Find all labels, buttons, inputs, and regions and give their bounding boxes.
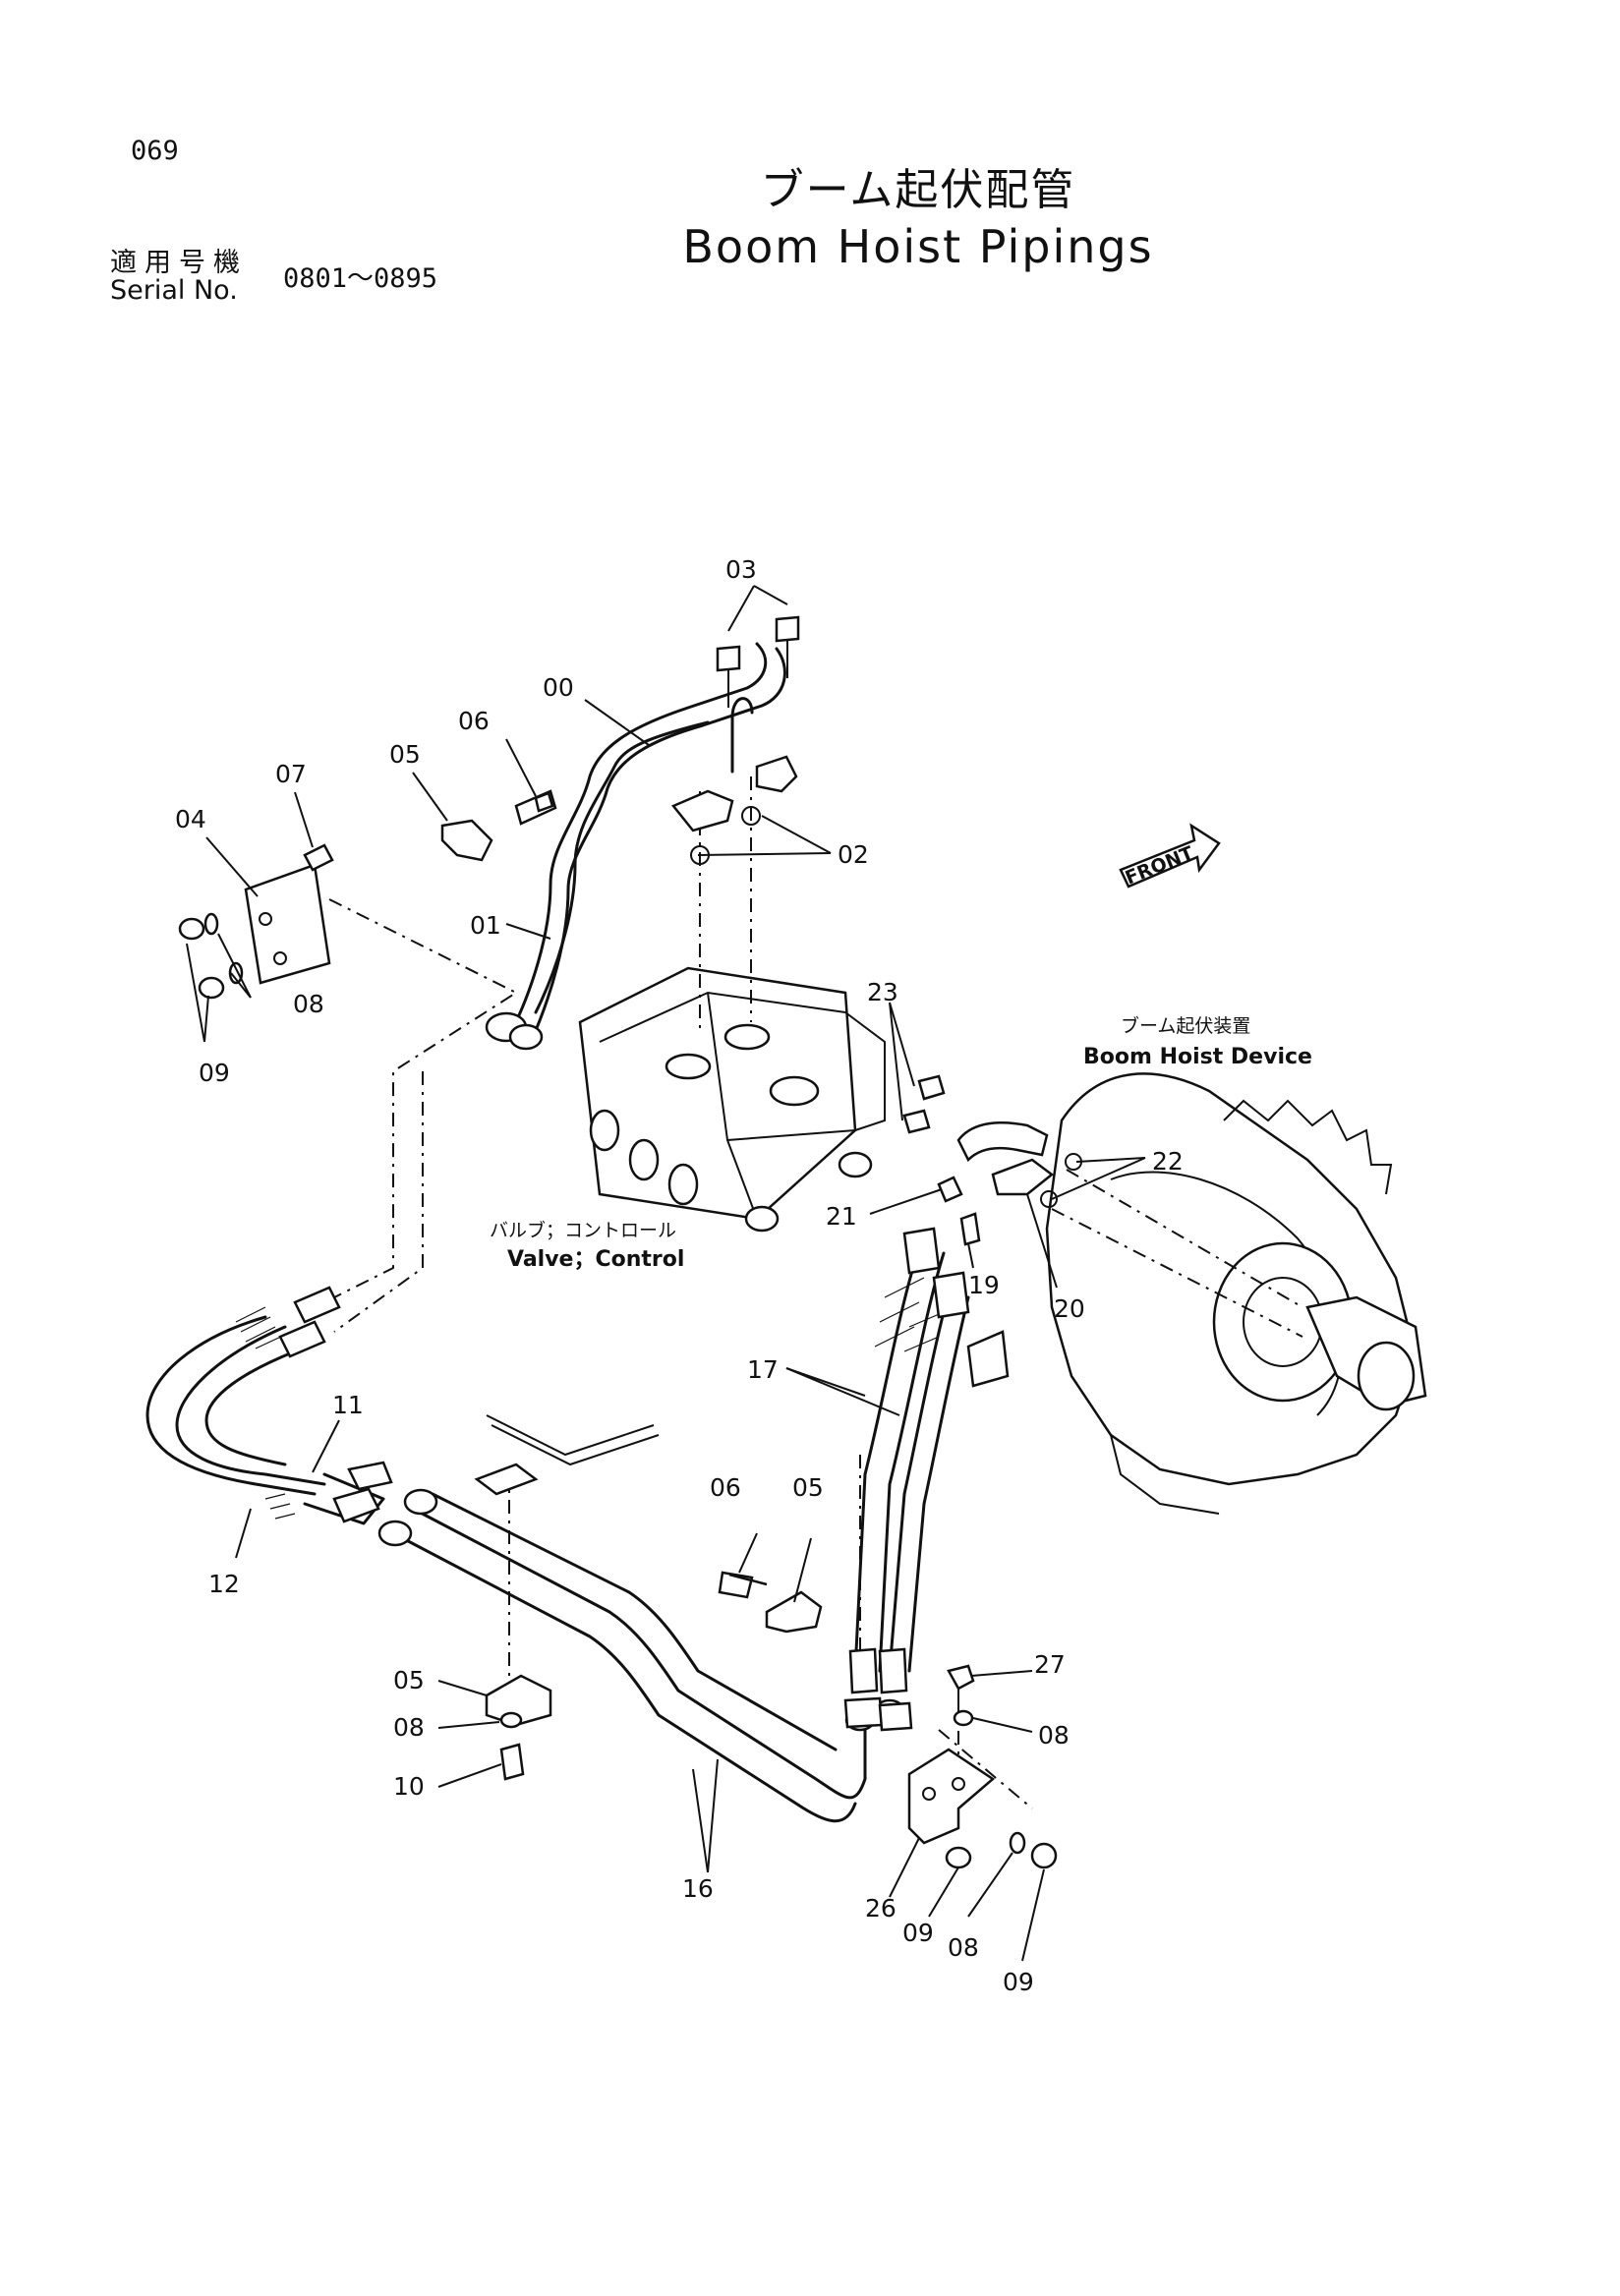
page-number: 069 — [131, 136, 179, 166]
callout-19: 19 — [968, 1271, 1000, 1299]
callout-08-right: 08 — [1038, 1721, 1070, 1750]
callout-09: 09 — [199, 1059, 230, 1087]
callout-08-bottom: 08 — [948, 1933, 979, 1962]
callout-06: 06 — [458, 707, 490, 735]
callout-05-lower: 05 — [393, 1666, 425, 1694]
front-label: FRONT — [1123, 842, 1197, 890]
boom-hoist-device-drawing — [966, 1072, 1427, 1515]
serial-label: Serial No. — [110, 275, 238, 306]
callout-16: 16 — [682, 1874, 714, 1903]
bracket-26-assembly — [907, 1664, 1058, 1869]
callout-07: 07 — [275, 760, 307, 788]
callout-27: 27 — [1034, 1650, 1066, 1679]
callout-01: 01 — [470, 911, 501, 940]
bolt-06-top — [514, 789, 557, 826]
callout-06-mid: 06 — [710, 1473, 741, 1502]
steel-pipes-16 — [377, 1488, 905, 1823]
serial-range: 0801～0895 — [283, 263, 438, 294]
callout-12: 12 — [208, 1570, 240, 1598]
page-title-jp: ブーム起伏配管 — [760, 165, 1076, 215]
callout-26: 26 — [865, 1894, 897, 1923]
callout-05-mid: 05 — [792, 1473, 824, 1502]
callouts: 03 00 06 05 07 04 02 01 08 09 23 22 21 1… — [175, 555, 1184, 1996]
clamp-05-lower — [485, 1674, 552, 1781]
bracket-plate — [474, 1414, 660, 1496]
callout-21: 21 — [826, 1202, 857, 1231]
callout-17: 17 — [747, 1355, 779, 1384]
clamp-05-top — [440, 819, 493, 862]
control-valve-drawing — [578, 966, 886, 1233]
device-label: Boom Hoist Device — [1083, 1045, 1312, 1069]
callout-08-lower: 08 — [393, 1713, 425, 1742]
callout-23: 23 — [867, 978, 898, 1006]
callout-08: 08 — [293, 990, 324, 1018]
serial-label-jp: 適用号機 — [110, 248, 248, 278]
callout-05: 05 — [389, 740, 421, 769]
callout-22: 22 — [1152, 1147, 1184, 1176]
callout-10: 10 — [393, 1772, 425, 1801]
component-labels: バルブ；コントロール Valve；Control ブーム起伏装置 Boom Ho… — [490, 1014, 1312, 1272]
clamp-05-mid — [765, 1590, 823, 1634]
callout-09-bottom: 09 — [1003, 1968, 1034, 1996]
bolt-06-mid — [718, 1571, 768, 1599]
leader-lines — [186, 585, 1146, 1962]
center-lines — [314, 776, 1303, 1809]
bolts-03 — [716, 615, 800, 708]
callout-04: 04 — [175, 805, 206, 833]
valve-label: Valve；Control — [507, 1247, 684, 1272]
callout-20: 20 — [1054, 1294, 1085, 1323]
plate-04-assembly — [178, 843, 334, 1000]
callout-02: 02 — [838, 840, 869, 869]
callout-03: 03 — [725, 555, 757, 584]
steel-pipes-00-01 — [485, 642, 798, 1051]
callout-11: 11 — [332, 1391, 364, 1419]
front-arrow: FRONT — [1119, 823, 1221, 890]
device-label-jp: ブーム起伏装置 — [1121, 1014, 1250, 1037]
fittings-19-23 — [902, 1074, 1082, 1246]
hoses-11-12 — [145, 1286, 393, 1525]
callout-00: 00 — [543, 673, 574, 702]
valve-label-jp: バルブ；コントロール — [490, 1219, 676, 1241]
hoses-17 — [843, 1227, 970, 1732]
page-title: Boom Hoist Pipings — [682, 220, 1154, 273]
callout-09-mid: 09 — [902, 1919, 934, 1947]
